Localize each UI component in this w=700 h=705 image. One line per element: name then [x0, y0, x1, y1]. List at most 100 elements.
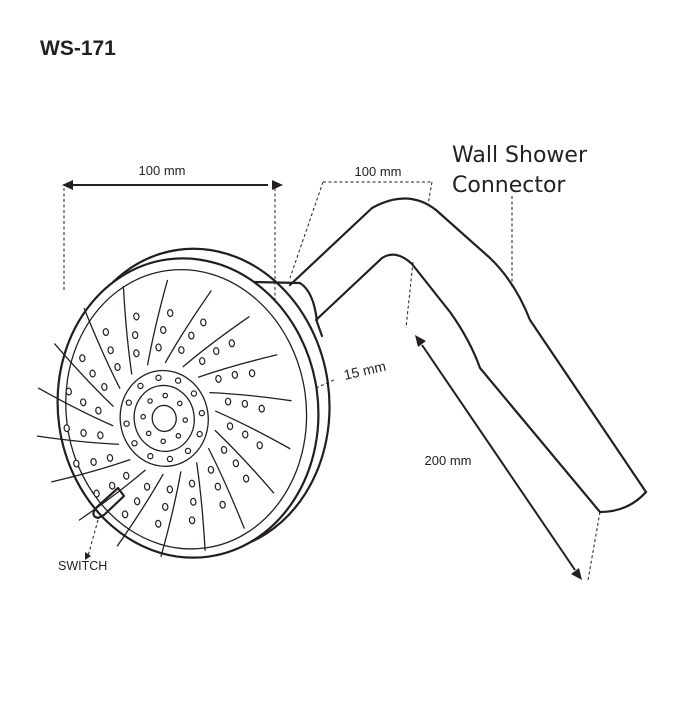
model-title: WS-171	[40, 37, 116, 60]
nozzle-hole	[188, 516, 196, 525]
nozzle-hole	[258, 404, 265, 413]
spray-vanes	[36, 279, 292, 557]
head-diameter-label: 100 mm	[139, 163, 186, 178]
spray-vane	[197, 354, 278, 378]
center-nozzle	[166, 455, 174, 463]
spray-vane	[182, 316, 250, 368]
nozzle-hole	[133, 349, 140, 358]
nozzle-hole	[123, 471, 130, 480]
nozzle-hole	[131, 331, 139, 340]
arrow-left	[62, 180, 73, 190]
nozzle-hole	[102, 328, 110, 337]
nozzle-hole	[256, 441, 263, 450]
center-nozzle	[155, 374, 162, 382]
nozzle-hole	[166, 485, 174, 494]
center-nozzle	[137, 382, 144, 390]
inner-nozzle	[176, 400, 183, 407]
spray-nozzles	[63, 309, 265, 528]
spray-vane	[83, 308, 121, 389]
shower-neck	[252, 280, 324, 338]
connector-label-line2: Connector	[452, 173, 566, 198]
inner-nozzle	[145, 430, 152, 437]
nozzle-hole	[224, 397, 232, 406]
nozzle-hole	[190, 497, 197, 506]
nozzle-hole	[166, 309, 174, 318]
center-nozzle	[198, 409, 206, 417]
nozzle-hole	[178, 346, 185, 355]
nozzle-hole	[226, 422, 234, 431]
length-arrow-top	[415, 335, 426, 347]
switch-leader-line	[87, 519, 99, 557]
nozzle-hole	[95, 406, 102, 415]
center-nozzle	[196, 430, 203, 438]
nozzle-hole	[213, 347, 220, 356]
arm-length-label: 200 mm	[425, 453, 472, 468]
nozzle-hole	[242, 430, 249, 439]
nozzle-hole	[133, 497, 141, 506]
nozzle-hole	[114, 363, 121, 371]
nozzle-hole	[133, 312, 140, 321]
switch-leader-arrow	[85, 552, 91, 560]
center-nozzle	[131, 440, 138, 447]
nozzle-hole	[188, 331, 195, 340]
nozzle-hole	[63, 424, 70, 433]
nozzle-hole	[159, 326, 167, 334]
center-nozzle	[123, 420, 130, 427]
nozzle-hole	[200, 318, 207, 327]
spray-vane	[160, 471, 182, 557]
nozzle-hole	[214, 482, 222, 491]
dimension-arm-length	[405, 261, 601, 581]
center-ring-mid	[133, 384, 195, 453]
reach-extension-right	[427, 181, 433, 206]
nozzle-hole	[231, 370, 239, 379]
switch-knob	[92, 486, 126, 520]
reach-extension-left	[289, 181, 324, 279]
dimension-arm-reach	[289, 181, 433, 279]
spray-vane	[215, 410, 291, 450]
nozzle-hole	[215, 374, 222, 383]
gap-label: 15 mm	[342, 358, 387, 383]
connector-label-line1: Wall Shower	[452, 143, 588, 168]
spray-vane	[78, 469, 146, 521]
nozzle-hole	[121, 510, 129, 519]
nozzle-hole	[108, 481, 116, 490]
nozzle-hole	[143, 482, 151, 491]
arm-outer-edge	[288, 197, 648, 494]
spray-vane	[36, 435, 120, 445]
spray-vane	[164, 290, 212, 364]
spray-vane	[51, 459, 131, 483]
length-dimension-line	[421, 344, 576, 571]
nozzle-hole	[90, 457, 97, 466]
inner-nozzle	[147, 398, 153, 404]
nozzle-hole	[220, 445, 228, 454]
spray-vane	[209, 391, 292, 402]
dimension-gap	[315, 379, 335, 389]
nozzle-hole	[73, 459, 80, 468]
shower-head	[36, 247, 331, 559]
arrow-right	[272, 180, 283, 190]
inner-nozzle	[160, 438, 166, 445]
nozzle-hole	[155, 343, 162, 352]
spray-vane	[122, 285, 133, 375]
head-outer-rim	[56, 257, 320, 559]
spray-vane	[208, 447, 245, 529]
inner-nozzle	[140, 413, 146, 420]
nozzle-hole	[155, 519, 162, 528]
length-arrow-bottom	[571, 568, 582, 580]
arm-reach-label: 100 mm	[355, 164, 402, 179]
center-nozzle	[174, 377, 182, 384]
nozzle-hole	[107, 346, 114, 355]
spray-vane	[37, 387, 114, 427]
nozzle-hole	[207, 465, 215, 474]
nozzle-hole	[93, 489, 100, 498]
spray-vane	[214, 429, 275, 494]
gap-line	[315, 379, 335, 389]
nozzle-hole	[188, 479, 196, 488]
length-extension-top	[405, 261, 414, 329]
center-ring-outer	[119, 369, 209, 467]
switch-lever	[85, 486, 126, 560]
arm-inner-edge	[314, 253, 602, 514]
center-nozzle	[190, 390, 198, 397]
nozzle-hole	[80, 428, 87, 437]
